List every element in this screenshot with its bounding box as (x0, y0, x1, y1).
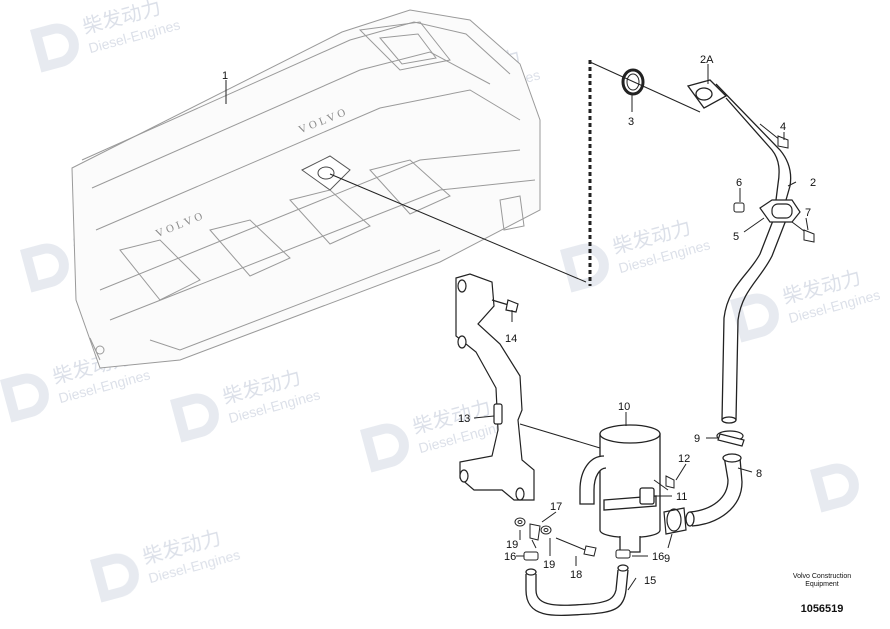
o-ring (621, 68, 645, 96)
hose-clamp-lower (663, 507, 687, 535)
fitting-parts (514, 517, 597, 557)
callout-2a: 2A (700, 54, 714, 66)
hose-8 (685, 453, 743, 527)
footer-brand-line1: Volvo Construction (792, 573, 852, 580)
watermark-tile: 柴发动力 Diesel-Engines (30, 0, 182, 73)
callout-19-left: 19 (506, 539, 518, 551)
callout-3: 3 (628, 116, 634, 128)
footer-doc-number: 1056519 (800, 603, 844, 615)
engine-valve-cover (71, 9, 541, 369)
callout-18: 18 (570, 569, 582, 581)
breather-pipe (686, 79, 792, 424)
callout-5: 5 (733, 231, 739, 243)
footer-brand-line2: Equipment (805, 581, 839, 588)
footer-brand: Volvo Construction Equipment (782, 573, 862, 589)
leader-line-flange (589, 61, 701, 113)
bolt-12 (653, 475, 675, 491)
callout-17: 17 (550, 501, 562, 513)
callout-14: 14 (505, 333, 517, 345)
bolt-7 (791, 221, 815, 243)
clips-16 (523, 549, 631, 561)
callout-16-right: 16 (652, 551, 664, 563)
pipe-clamp (759, 199, 801, 223)
leader-line-port (329, 173, 587, 283)
callout-9-upper: 9 (694, 433, 700, 445)
mounting-bracket (455, 273, 535, 501)
callout-9-lower: 9 (664, 553, 670, 565)
watermark-tile (810, 463, 859, 513)
callout-11: 11 (676, 491, 687, 503)
callout-10: 10 (618, 401, 630, 413)
callout-8: 8 (756, 468, 762, 480)
callout-4: 4 (780, 121, 786, 133)
callout-13: 13 (458, 413, 470, 425)
watermark-tile: 柴发动力 Diesel-Engines (170, 366, 322, 443)
callout-6: 6 (736, 177, 742, 189)
callout-15: 15 (644, 575, 656, 587)
hose-clamp-upper (716, 430, 745, 447)
callout-1: 1 (222, 70, 228, 82)
callout-19-right: 19 (543, 559, 555, 571)
watermark-tile: 柴发动力 Diesel-Engines (90, 526, 242, 603)
callout-12: 12 (678, 453, 690, 465)
callout-2: 2 (810, 177, 816, 189)
watermark-tile: 柴发动力 Diesel-Engines (730, 266, 882, 343)
oil-separator (579, 424, 661, 553)
bolt-4 (759, 123, 789, 149)
callout-16-left: 16 (504, 551, 516, 563)
drain-hose (525, 564, 629, 617)
spacer-6 (733, 202, 745, 213)
leader-lines (225, 64, 809, 591)
callout-7: 7 (805, 207, 811, 219)
